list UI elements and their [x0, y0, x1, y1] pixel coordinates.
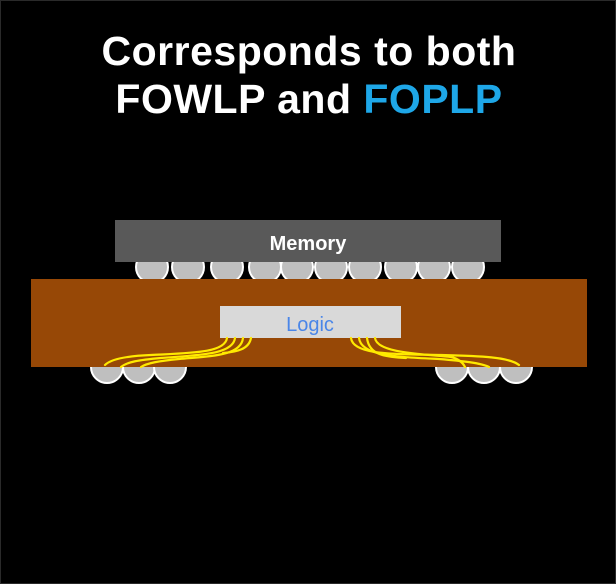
- wire-left-1: [103, 336, 229, 367]
- wire-left-4: [221, 336, 253, 355]
- memory-chip: [115, 220, 501, 262]
- logic-die: [220, 306, 401, 338]
- wire-right-3: [365, 336, 408, 360]
- wire-right-2: [357, 336, 491, 369]
- logic-label: Logic: [286, 314, 334, 336]
- wire-left-2: [119, 336, 237, 369]
- memory-label: Memory: [270, 233, 348, 255]
- title-accent-foplp: FOPLP: [363, 76, 503, 122]
- wire-right-4: [373, 336, 467, 369]
- slide-title: Corresponds to both FOWLP and FOPLP: [1, 27, 615, 123]
- title-line-2-prefix: FOWLP and: [115, 76, 364, 122]
- title-line-1: Corresponds to both: [101, 28, 517, 74]
- redistribution-wires: [103, 336, 521, 369]
- title-line-2: FOWLP and FOPLP: [1, 75, 615, 123]
- wire-left-3: [139, 336, 245, 369]
